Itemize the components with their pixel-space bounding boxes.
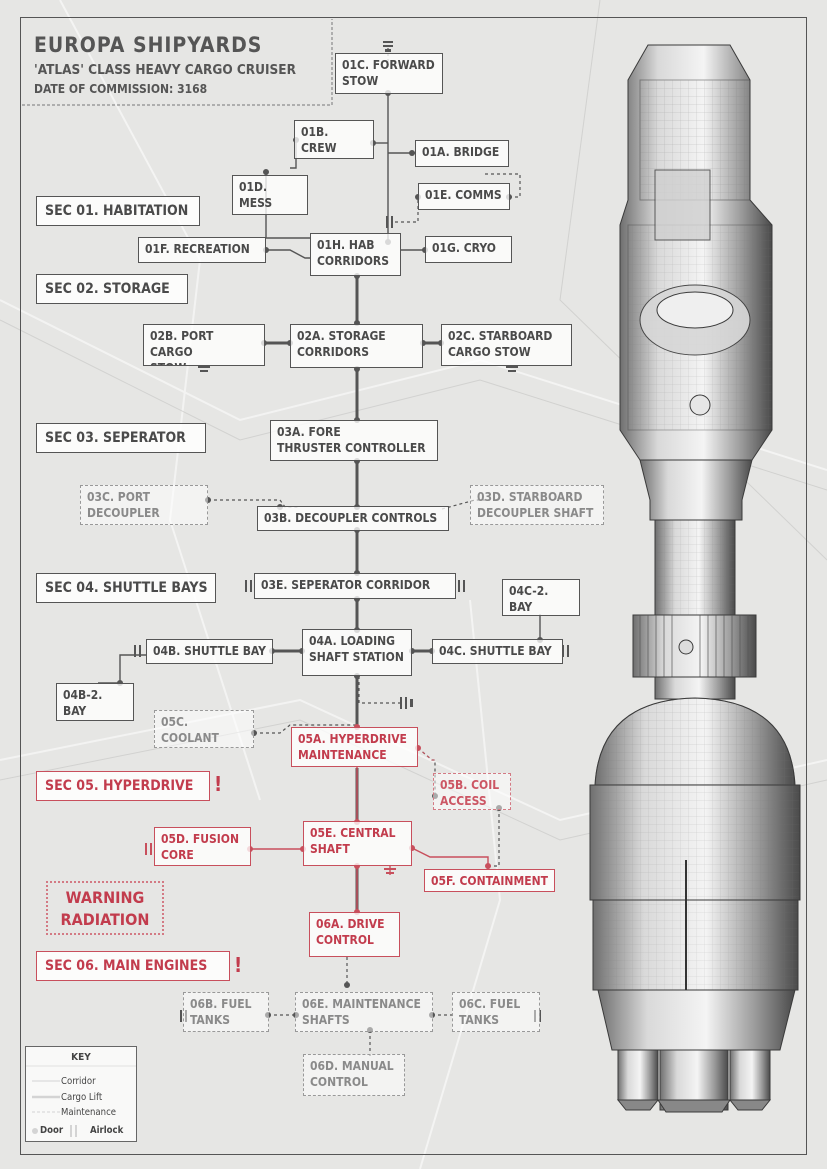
room-06c-fuel-tanks[interactable]: 06C. FUEL TANKS: [452, 992, 540, 1032]
section-habitation: SEC 01. HABITATION: [36, 196, 200, 226]
room-06b-fuel-tanks[interactable]: 06B. FUEL TANKS: [183, 992, 269, 1032]
ship-class: 'ATLAS' CLASS HEAVY CARGO CRUISER: [34, 62, 296, 78]
room-01c-forward-stow[interactable]: 01C. FORWARD STOW: [335, 53, 443, 94]
section-storage: SEC 02. STORAGE: [36, 274, 188, 304]
room-01a-bridge[interactable]: 01A. BRIDGE: [415, 140, 509, 167]
section-seperator: SEC 03. SEPERATOR: [36, 423, 206, 453]
title-block: EUROPA SHIPYARDS 'ATLAS' CLASS HEAVY CAR…: [22, 19, 332, 105]
room-02b-port-cargo-stow[interactable]: 02B. PORT CARGO STOW: [143, 324, 265, 366]
room-02c-starboard-cargo-stow[interactable]: 02C. STARBOARD CARGO STOW: [441, 324, 572, 366]
room-01e-comms[interactable]: 01E. COMMS: [418, 183, 510, 210]
room-06a-drive-control[interactable]: 06A. DRIVE CONTROL: [309, 912, 400, 957]
room-03d-starboard-decoupler-shaft[interactable]: 03D. STARBOARD DECOUPLER SHAFT: [470, 485, 604, 525]
room-03a-fore-thruster-controller[interactable]: 03A. FORE THRUSTER CONTROLLER: [270, 420, 438, 461]
legend-cargo-lift: Cargo Lift: [61, 1092, 103, 1103]
room-05d-fusion-core[interactable]: 05D. FUSION CORE: [154, 827, 251, 866]
room-01d-mess-hall[interactable]: 01D. MESS HALL: [232, 175, 308, 215]
room-03e-seperator-corridor[interactable]: 03E. SEPERATOR CORRIDOR: [254, 573, 456, 599]
room-04c-shuttle-bay[interactable]: 04C. SHUTTLE BAY: [432, 639, 563, 664]
airlock-markers: [134, 41, 569, 1022]
room-04b2-bay-control[interactable]: 04B-2. BAY CONTROL: [56, 683, 134, 721]
room-05c-coolant-tanks[interactable]: 05C. COOLANT TANKS: [154, 710, 254, 748]
legend-airlock: Airlock: [90, 1125, 124, 1136]
room-06e-maintenance-shafts[interactable]: 06E. MAINTENANCE SHAFTS: [295, 992, 433, 1032]
legend-door: Door: [40, 1125, 64, 1136]
room-03c-port-decoupler-shaft[interactable]: 03C. PORT DECOUPLER SHAFT: [80, 485, 208, 525]
page-frame: [20, 17, 807, 1155]
room-01h-hab-corridors[interactable]: 01H. HAB CORRIDORS: [310, 233, 401, 276]
room-01b-crew-quarters[interactable]: 01B. CREW QUARTERS: [294, 120, 374, 159]
room-04a-loading-shaft-station[interactable]: 04A. LOADING SHAFT STATION: [302, 629, 412, 676]
legend-heading: KEY: [71, 1052, 91, 1063]
room-05e-central-shaft[interactable]: 05E. CENTRAL SHAFT: [303, 821, 412, 866]
room-04c2-bay-control[interactable]: 04C-2. BAY CONTROL: [502, 579, 580, 616]
legend-corridor: Corridor: [61, 1076, 96, 1087]
room-01f-recreation[interactable]: 01F. RECREATION: [138, 237, 266, 263]
room-05a-hyperdrive-maintenance[interactable]: 05A. HYPERDRIVE MAINTENANCE: [291, 727, 418, 767]
hyperdrive-alert-icon: !: [214, 772, 223, 796]
room-02a-storage-corridors[interactable]: 02A. STORAGE CORRIDORS: [290, 324, 423, 368]
room-04b-shuttle-bay[interactable]: 04B. SHUTTLE BAY: [146, 639, 273, 664]
room-05b-coil-access[interactable]: 05B. COIL ACCESS: [433, 773, 511, 810]
room-01g-cryo[interactable]: 01G. CRYO: [425, 236, 512, 263]
legend-key: KEY Corridor Cargo Lift Maintenance Door…: [25, 1046, 137, 1142]
page-title: EUROPA SHIPYARDS: [34, 33, 263, 57]
radiation-warning: WARNING RADIATION: [46, 881, 164, 935]
title-block-border: [22, 19, 333, 106]
commission-date: DATE OF COMMISSION: 3168: [34, 82, 208, 96]
ship-illustration: [589, 44, 801, 1113]
section-hyperdrive: SEC 05. HYPERDRIVE: [36, 771, 210, 801]
room-06d-manual-control[interactable]: 06D. MANUAL CONTROL: [303, 1054, 405, 1096]
legend-maintenance: Maintenance: [61, 1107, 117, 1118]
main-engines-alert-icon: !: [234, 953, 243, 977]
section-main-engines: SEC 06. MAIN ENGINES: [36, 951, 230, 981]
room-05f-containment[interactable]: 05F. CONTAINMENT: [424, 869, 555, 892]
section-shuttle-bays: SEC 04. SHUTTLE BAYS: [36, 573, 216, 603]
room-03b-decoupler-controls[interactable]: 03B. DECOUPLER CONTROLS: [257, 506, 449, 531]
